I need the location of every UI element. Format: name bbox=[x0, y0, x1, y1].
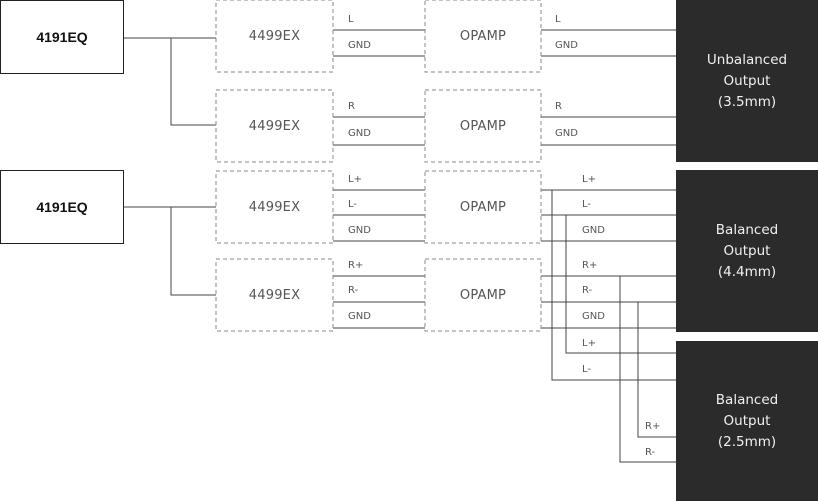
output-line: Balanced bbox=[715, 221, 779, 238]
opamp-box-3 bbox=[424, 170, 542, 244]
eq-box-2: 4191EQ bbox=[0, 170, 124, 244]
output-line: (2.5mm) bbox=[717, 433, 777, 450]
dac-box-3 bbox=[215, 170, 334, 244]
output-line: Output bbox=[723, 72, 771, 89]
signal-label: R+ bbox=[348, 260, 364, 271]
opamp-label-2: OPAMP bbox=[459, 118, 507, 134]
output-line: Unbalanced bbox=[706, 51, 788, 68]
signal-label: GND bbox=[348, 225, 371, 236]
dac-box-4 bbox=[215, 258, 334, 332]
component-boxes bbox=[215, 0, 542, 332]
eq-label-2: 4191EQ bbox=[36, 199, 88, 215]
eq-label-1: 4191EQ bbox=[36, 29, 88, 45]
opamp-box-4 bbox=[424, 258, 542, 332]
opamp-label-4: OPAMP bbox=[459, 287, 507, 303]
signal-label: GND bbox=[348, 311, 371, 322]
signal-label: L- bbox=[348, 199, 358, 210]
output-signal-label: L bbox=[555, 14, 561, 25]
output-line: Output bbox=[723, 412, 771, 429]
balanced44-label: GND bbox=[582, 225, 605, 236]
balanced25-label: R- bbox=[645, 447, 656, 458]
output-unbalanced-3-5mm: Unbalanced Output (3.5mm) bbox=[676, 0, 818, 162]
wire-eq2-dac4 bbox=[170, 207, 216, 296]
signal-label: GND bbox=[348, 40, 371, 51]
signal-label: R bbox=[348, 101, 355, 112]
output-balanced-2-5mm: Balanced Output (2.5mm) bbox=[676, 341, 818, 501]
opamp-label-1: OPAMP bbox=[459, 28, 507, 44]
signal-label: L bbox=[348, 14, 354, 25]
balanced44-label: L- bbox=[582, 199, 592, 210]
output-line: Output bbox=[723, 242, 771, 259]
dac-box-1 bbox=[215, 0, 334, 73]
opamp-box-2 bbox=[424, 89, 542, 163]
balanced44-label: R- bbox=[582, 285, 593, 296]
eq-box-1: 4191EQ bbox=[0, 0, 124, 74]
balanced25-label: L- bbox=[582, 364, 592, 375]
output-signal-label: GND bbox=[555, 128, 578, 139]
dac-label-1: 4499EX bbox=[248, 28, 301, 44]
dac-box-2 bbox=[215, 89, 334, 163]
output-line: (4.4mm) bbox=[717, 263, 777, 280]
dac-label-2: 4499EX bbox=[248, 118, 301, 134]
opamp-label-3: OPAMP bbox=[459, 199, 507, 215]
dac-label-4: 4499EX bbox=[248, 287, 301, 303]
wire-eq1-dac2 bbox=[170, 38, 216, 126]
dac-label-3: 4499EX bbox=[248, 199, 301, 215]
signal-label: R- bbox=[348, 285, 359, 296]
signal-label: L+ bbox=[348, 174, 362, 185]
opamp-box-1 bbox=[424, 0, 542, 73]
balanced25-label: R+ bbox=[645, 421, 661, 432]
output-signal-label: R bbox=[555, 101, 562, 112]
connection-wires bbox=[124, 29, 676, 463]
signal-label: GND bbox=[348, 128, 371, 139]
output-line: Balanced bbox=[715, 391, 779, 408]
output-line: (3.5mm) bbox=[717, 93, 777, 110]
output-balanced-4-4mm: Balanced Output (4.4mm) bbox=[676, 170, 818, 332]
balanced44-label: R+ bbox=[582, 260, 598, 271]
output-signal-label: GND bbox=[555, 40, 578, 51]
balanced25-label: L+ bbox=[582, 338, 596, 349]
balanced44-label: L+ bbox=[582, 174, 596, 185]
balanced44-label: GND bbox=[582, 311, 605, 322]
